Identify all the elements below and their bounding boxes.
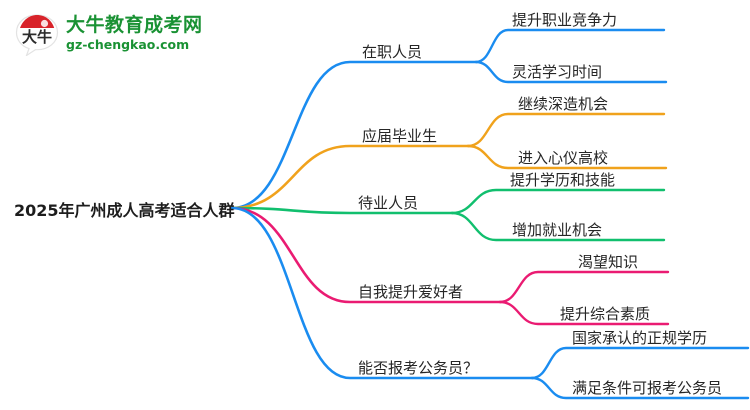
site-logo: 大牛 大牛教育成考网 gz-chengkao.com [14,8,214,60]
branch-label-1[interactable]: 在职人员 [362,43,423,61]
logo-domain: gz-chengkao.com [66,37,190,53]
logo-text: 大牛教育成考网 gz-chengkao.com [66,16,203,52]
leaf-label-3-1[interactable]: 提升学历和技能 [510,171,616,189]
branch-label-4[interactable]: 自我提升爱好者 [358,283,464,301]
leaf-label-4-2[interactable]: 提升综合素质 [560,305,651,323]
leaf-label-2-2[interactable]: 进入心仪高校 [518,149,609,167]
svg-text:大牛: 大牛 [22,28,52,46]
leaf-label-4-1[interactable]: 渴望知识 [578,253,639,271]
branch-label-5[interactable]: 能否报考公务员？ [358,359,479,377]
leaf-label-2-1[interactable]: 继续深造机会 [518,95,609,113]
logo-mark-icon: 大牛 [14,12,60,57]
branch-label-2[interactable]: 应届毕业生 [362,127,438,145]
leaf-label-5-1[interactable]: 国家承认的正规学历 [572,329,708,347]
leaf-label-1-1[interactable]: 提升职业竞争力 [512,11,618,29]
logo-title: 大牛教育成考网 [66,14,203,37]
leaf-label-1-2[interactable]: 灵活学习时间 [512,63,603,81]
leaf-label-3-2[interactable]: 增加就业机会 [512,221,603,239]
leaf-label-5-2[interactable]: 满足条件可报考公务员 [572,379,723,397]
branch-label-3[interactable]: 待业人员 [358,194,419,212]
root-node-label[interactable]: 2025年广州成人高考适合人群 [14,201,235,220]
